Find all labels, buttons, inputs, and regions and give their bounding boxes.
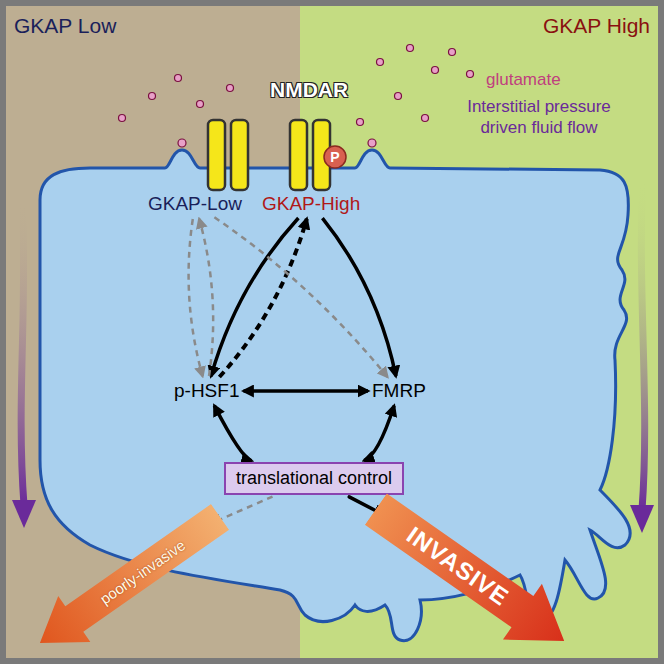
region-title: GKAP Low [14,14,116,38]
flow-label: Interstitial pressure driven fluid flow [450,96,628,139]
connector [211,218,298,376]
connector [219,219,306,377]
connector [322,218,396,376]
receptor-label: NMDAR [270,78,348,102]
glutamate-dots [119,45,474,126]
node-text: GKAP-Low [148,193,242,214]
flow-arrow [641,180,644,510]
arrow-body [24,494,236,664]
node-text: GKAP-High [262,193,360,214]
phospho-circle [324,146,346,168]
molecule-label: glutamate [486,70,561,90]
flow-arrow-head [12,500,36,528]
node-text: FMRP [372,380,426,401]
vesicle [178,139,186,147]
flow-arrow [21,200,24,505]
connector [214,217,387,377]
node-text: translational control [236,468,392,488]
connector [364,406,394,461]
gkap-low-node: GKAP-Low [148,193,242,215]
gkap-high-node: GKAP-High [262,193,360,215]
flow-arrow-head [630,505,654,533]
protein-node: FMRP [372,380,426,402]
process-box: translational control [224,462,404,495]
nmdar-receptor [208,120,330,190]
connector [199,219,213,376]
arrow-body [356,481,583,664]
connector [189,219,203,376]
phospho-label: P [330,149,339,165]
node-text: p-HSF1 [174,380,239,401]
region-title: GKAP High [543,14,650,38]
vesicle [368,139,376,147]
connector [244,389,369,393]
protein-node: p-HSF1 [174,380,239,402]
connector [214,406,251,461]
